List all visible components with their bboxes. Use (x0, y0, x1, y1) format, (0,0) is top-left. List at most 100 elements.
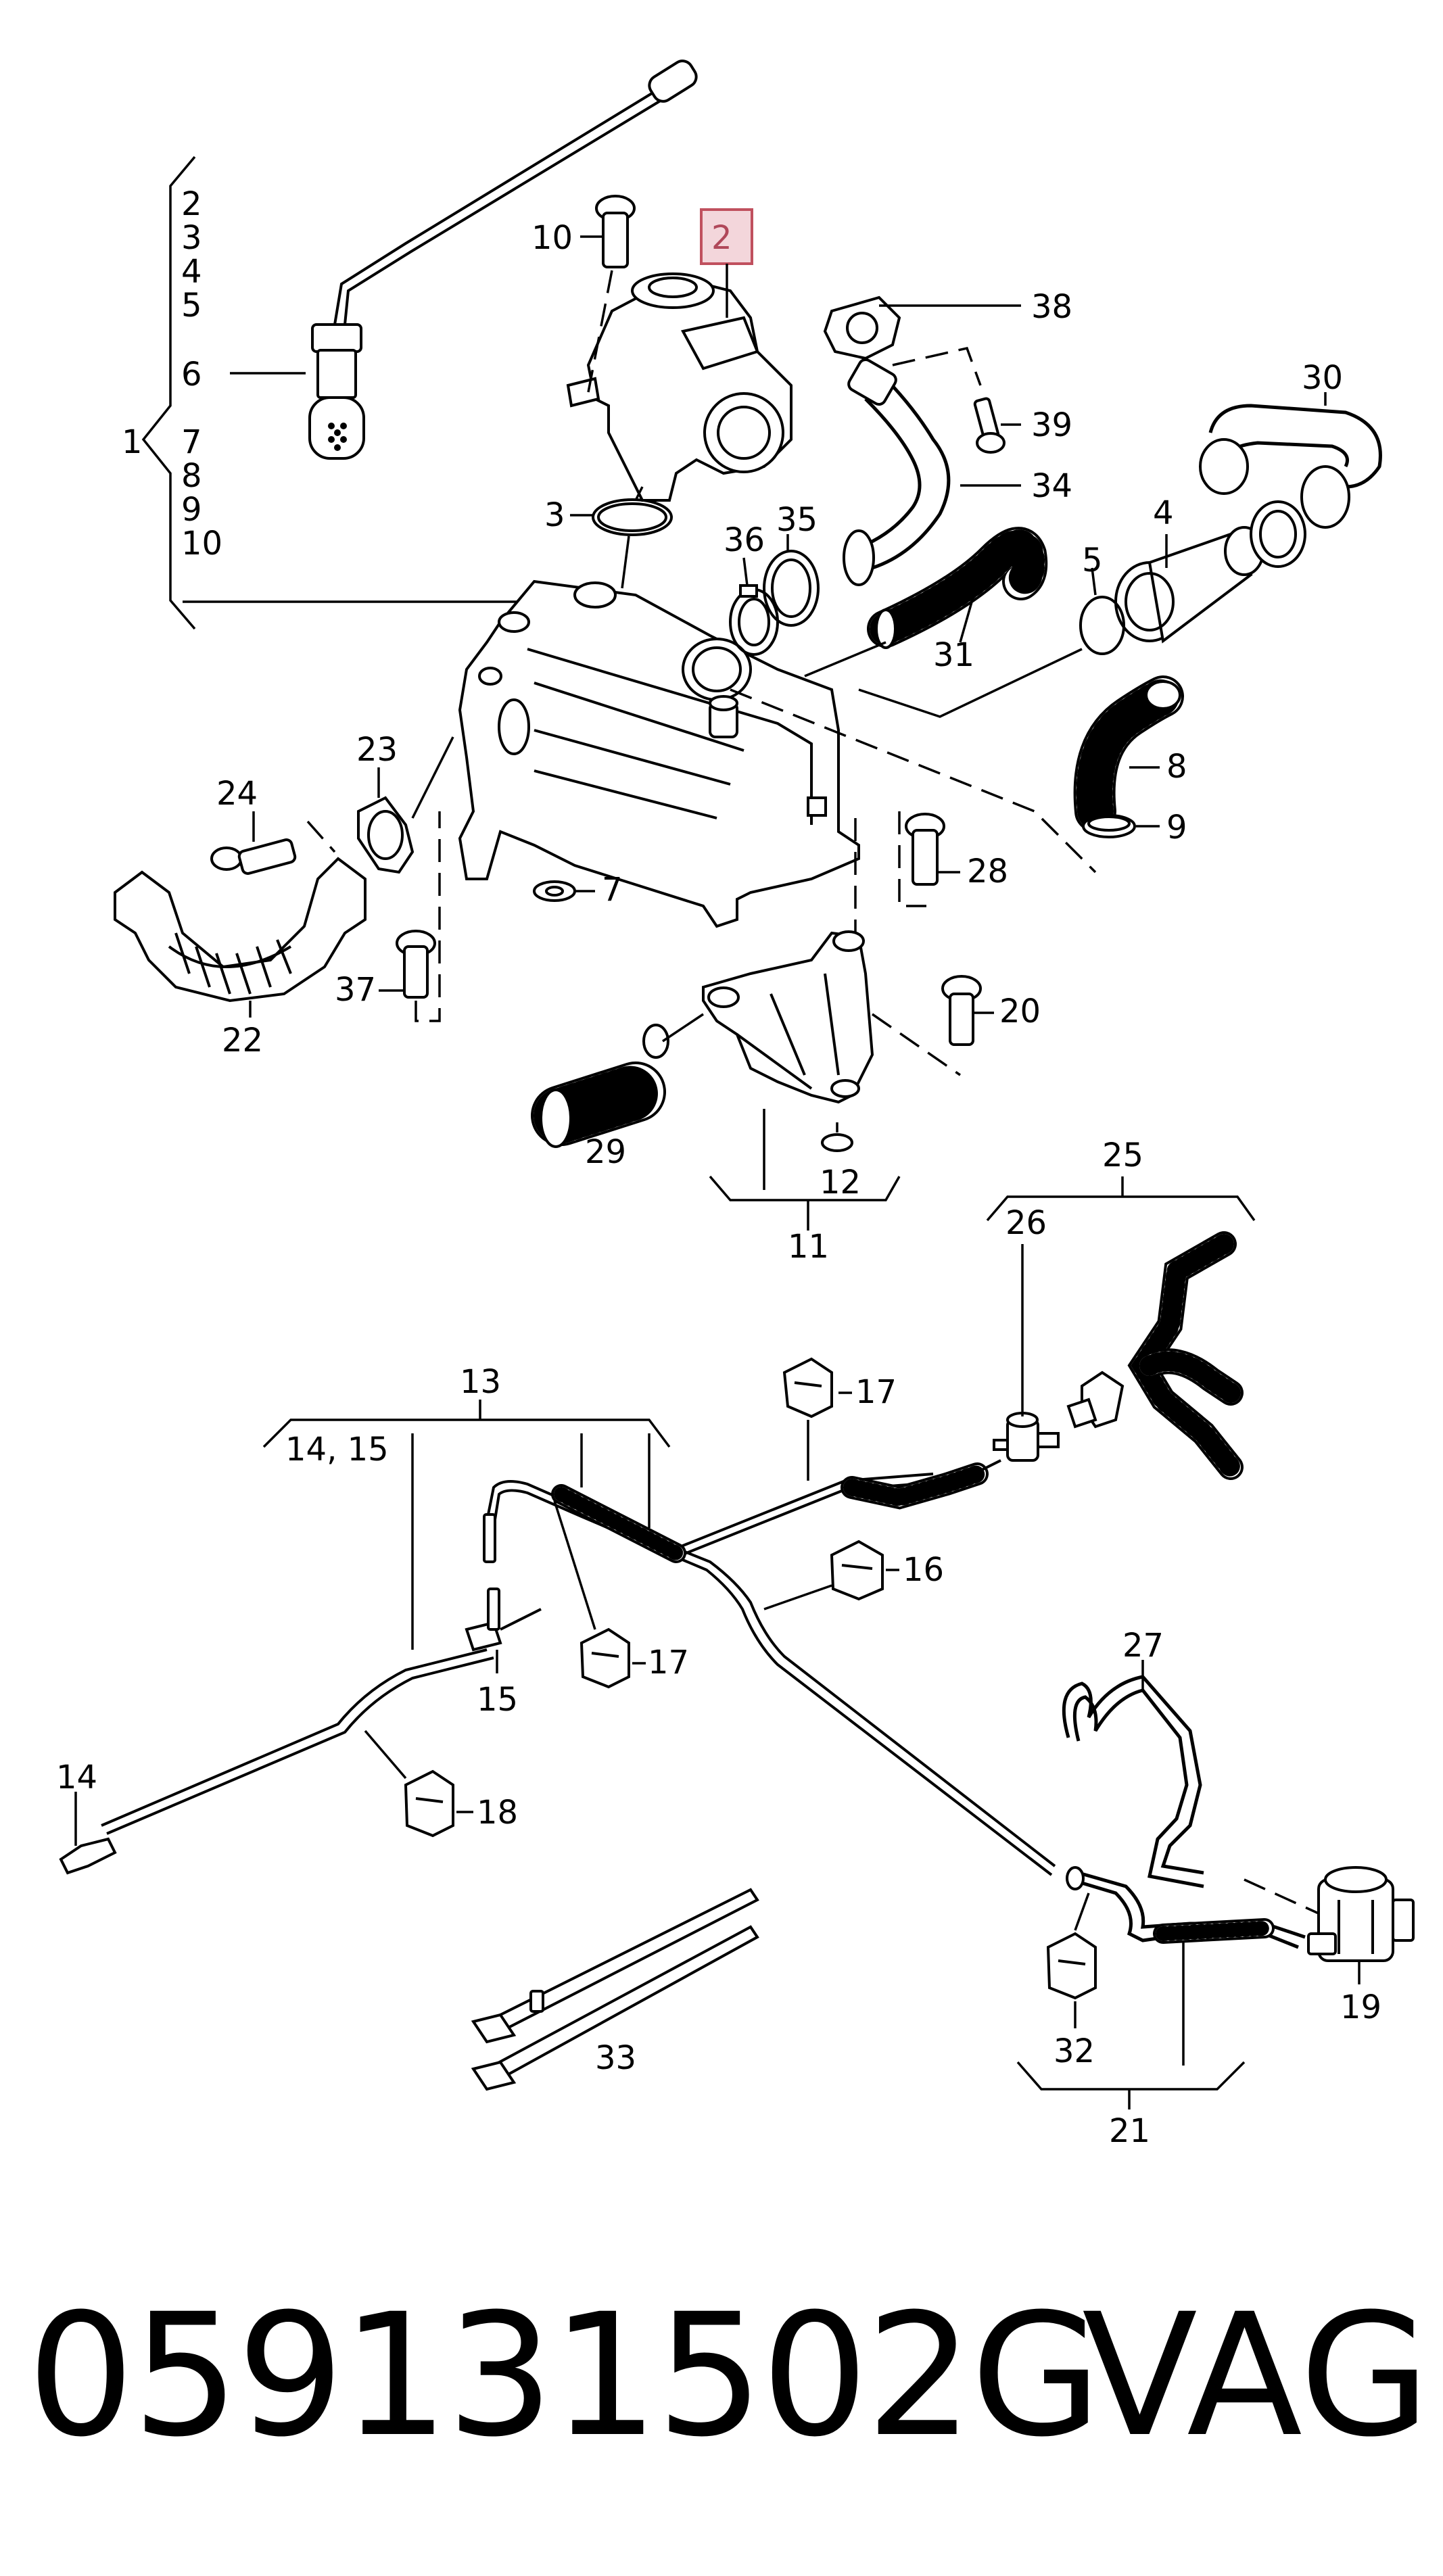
connector-4 (1114, 500, 1306, 644)
callout-2-highlighted[interactable]: 2 (700, 208, 753, 265)
oring-5 (858, 567, 1125, 718)
clip-25 (1066, 1370, 1125, 1429)
bolt-24 (210, 811, 297, 875)
gasket-23 (357, 736, 454, 874)
label-4-connector: 4 (1153, 494, 1174, 532)
hose-31 (804, 527, 1048, 677)
label-2-highlight: 2 (711, 219, 732, 257)
label-12: 12 (820, 1164, 861, 1201)
bracket-11 (702, 930, 874, 1104)
label-17-mid: 17 (648, 1644, 689, 1681)
label-14-15: 14, 15 (285, 1431, 389, 1469)
label-39: 39 (1031, 406, 1072, 444)
label-38: 38 (1031, 288, 1072, 326)
label-23: 23 (356, 731, 398, 769)
hose-27 (1062, 1660, 1204, 1888)
part-number: 059131502G (27, 2277, 1099, 2474)
label-5-oring: 5 (1082, 542, 1103, 579)
label-2: 2 (181, 185, 202, 223)
label-7: 7 (181, 423, 202, 461)
hose-29 (531, 1013, 704, 1148)
label-18: 18 (477, 1794, 518, 1832)
valve-26 (993, 1244, 1060, 1462)
label-20: 20 (999, 993, 1041, 1030)
hose-21 (1066, 1866, 1306, 1949)
label-1: 1 (122, 423, 143, 461)
label-25: 25 (1102, 1137, 1143, 1174)
label-22: 22 (222, 1022, 263, 1059)
egr-valve-2 (566, 272, 793, 502)
group-25-bracket (986, 1176, 1256, 1222)
clip-32 (1046, 1892, 1097, 2028)
hose-30 (1199, 392, 1382, 529)
label-10: 10 (181, 525, 222, 563)
label-15: 15 (477, 1681, 518, 1719)
vacuum-lines (101, 1473, 1056, 1876)
label-30: 30 (1302, 359, 1343, 397)
label-29: 29 (585, 1133, 626, 1171)
gasket-38 (823, 295, 1021, 386)
oring-3 (570, 486, 673, 589)
egr-cooler-1 (458, 579, 860, 928)
label-37: 37 (335, 971, 376, 1009)
clamp-35 (763, 534, 820, 627)
brand-name: VAG (1082, 2277, 1430, 2474)
fitting-14 (59, 1792, 117, 1875)
label-11: 11 (788, 1228, 829, 1266)
bolt-28 (898, 811, 960, 907)
label-8: 8 (181, 457, 202, 495)
label-9: 9 (181, 491, 202, 529)
label-34: 34 (1031, 467, 1072, 505)
clip-16 (763, 1540, 899, 1611)
hose-8 (1073, 675, 1184, 832)
label-19: 19 (1340, 1988, 1381, 2026)
clip-17-mid (553, 1500, 646, 1689)
hose-25 (1127, 1231, 1244, 1480)
label-8-hose: 8 (1166, 748, 1187, 786)
label-27: 27 (1122, 1627, 1164, 1665)
label-35: 35 (776, 501, 818, 539)
pipe-22 (114, 857, 366, 1018)
group-13-bracket (262, 1400, 671, 1650)
label-36: 36 (724, 521, 765, 559)
connector-15 (465, 1588, 542, 1673)
label-24: 24 (216, 775, 258, 813)
label-32: 32 (1054, 2032, 1095, 2070)
label-10-bolt: 10 (531, 219, 573, 257)
label-28: 28 (967, 853, 1008, 890)
clamp-9 (1082, 814, 1160, 838)
label-17-top: 17 (855, 1373, 897, 1411)
callout-labels: 1 2 3 4 5 6 7 8 9 10 10 3 38 39 34 30 4 … (56, 185, 1381, 2150)
label-16: 16 (903, 1551, 944, 1589)
clip-17-top (782, 1357, 852, 1481)
group-11-bracket (709, 1109, 901, 1231)
group-21-bracket (1016, 1940, 1246, 2109)
label-31: 31 (933, 636, 974, 674)
clamp-36 (729, 557, 779, 656)
washer-12 (821, 1122, 853, 1152)
label-26: 26 (1006, 1204, 1047, 1242)
label-3: 3 (181, 219, 202, 257)
label-33: 33 (595, 2039, 636, 2077)
label-7-washer: 7 (602, 871, 623, 909)
label-6: 6 (181, 356, 202, 393)
group-1-bracket (141, 156, 534, 630)
clip-18 (364, 1730, 473, 1838)
hose-13-dotted (551, 1459, 1001, 1563)
solenoid-19 (1307, 1866, 1415, 1984)
washer-7 (533, 880, 595, 902)
bolt-20 (872, 975, 994, 1076)
label-13: 13 (460, 1363, 501, 1401)
label-5: 5 (181, 287, 202, 325)
hose-34 (843, 358, 1021, 586)
label-4: 4 (181, 253, 202, 291)
label-21: 21 (1109, 2112, 1150, 2150)
sensor-6 (308, 59, 698, 460)
label-14: 14 (56, 1759, 97, 1796)
cable-ties-33 (471, 1888, 759, 2091)
label-9-clamp: 9 (1166, 809, 1187, 846)
bolt-10 (580, 195, 636, 393)
bolt-39 (973, 397, 1021, 454)
label-3-oring: 3 (544, 496, 565, 534)
